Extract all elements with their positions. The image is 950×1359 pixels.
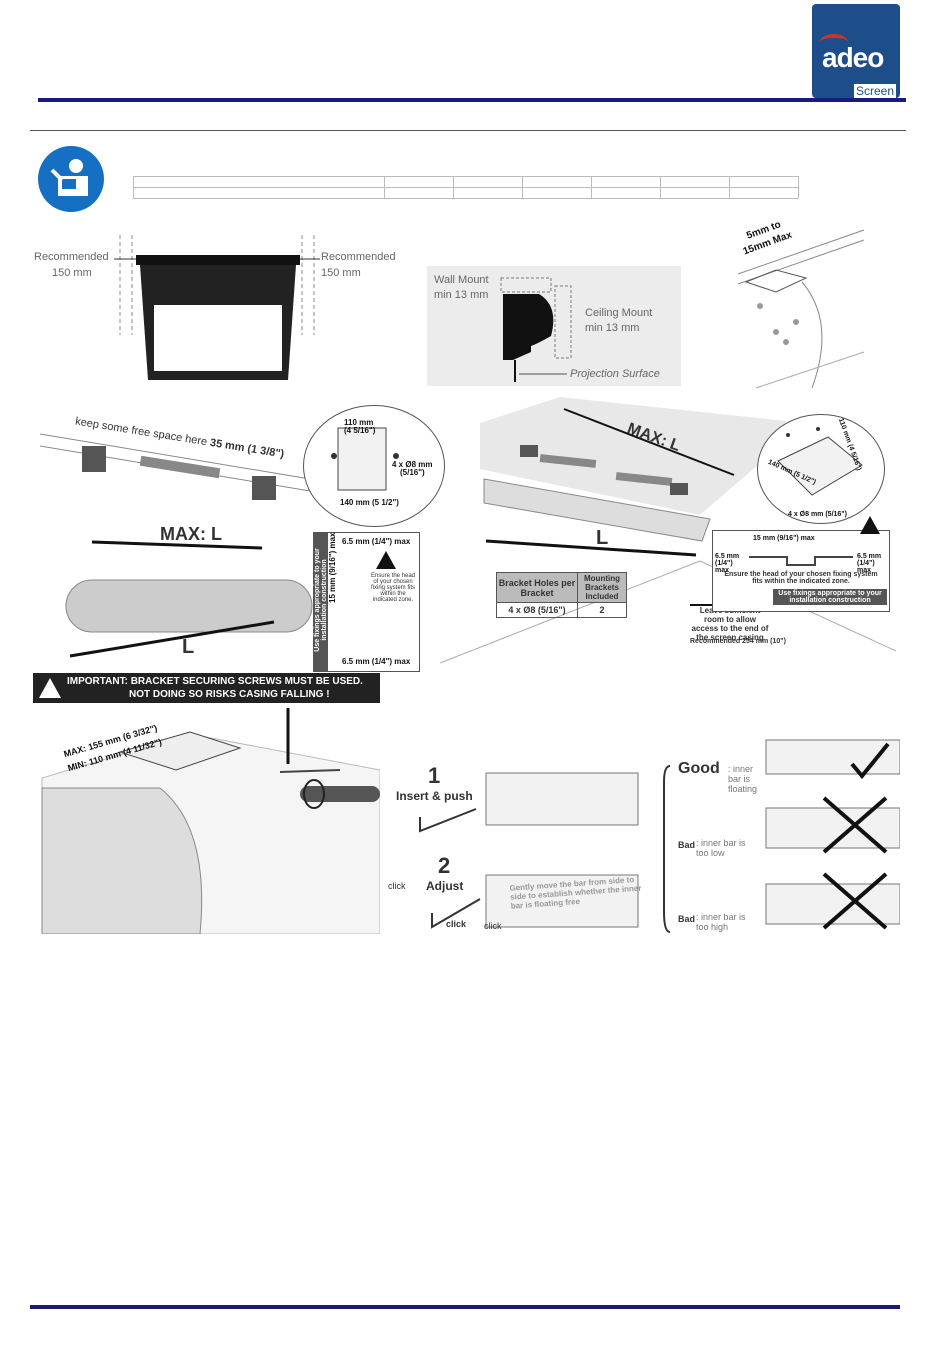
bracket-table-head-2: Mounting Brackets Included [577, 572, 627, 603]
ceiling-mount-min: min 13 mm [585, 322, 640, 334]
section-rule [30, 130, 906, 131]
wall-max-l: MAX: L [160, 524, 222, 544]
footer-rule [30, 1305, 900, 1309]
wall-bracket-holes: 4 x Ø8 mm [392, 460, 433, 469]
fixing-side-band: Use fixings appropriate to your installa… [314, 533, 328, 671]
zone-note: Ensure the head of your chosen fixing sy… [370, 573, 416, 603]
casing-diagram: MAX: 155 mm (6 3/32") MIN: 110 mm (4 11/… [40, 708, 381, 935]
wall-bracket-width: 110 mm [344, 418, 374, 427]
ceiling-zone-right: 6.5 mm (1/4") max [857, 553, 882, 574]
bracket-table: Bracket Holes per Bracket Mounting Brack… [496, 572, 627, 618]
ceiling-bracket-holes: 4 x Ø8 mm (5/16") [788, 511, 847, 518]
wall-mount-min: min 13 mm [434, 289, 489, 301]
wall-fixing-zone: Use fixings appropriate to your installa… [313, 532, 420, 672]
warning-banner: IMPORTANT: BRACKET SECURING SCREWS MUST … [33, 673, 380, 703]
ceiling-zone-note: Ensure the head of your chosen fixing sy… [724, 571, 878, 585]
wall-bracket-height: 140 mm (5 1/2") [340, 498, 399, 507]
left-clearance-value: 150 mm [52, 267, 92, 279]
wall-mount-label: Wall Mount [434, 274, 489, 286]
ceiling-zone-left: 6.5 mm (1/4") max [715, 553, 740, 574]
step-1-label: Insert & push [396, 789, 473, 803]
header-rule [38, 98, 906, 102]
ceiling-fix-note: Use fixings appropriate to your installa… [773, 589, 887, 605]
spec-table [133, 176, 799, 199]
bracket-table-head-1: Bracket Holes per Bracket [496, 572, 578, 603]
wall-install-diagram: keep some free space here 35 mm (1 3/8")… [39, 410, 440, 672]
projection-surface-label: Projection Surface [570, 368, 660, 380]
installer-icon [38, 146, 104, 212]
step-1-number: 1 [428, 763, 441, 788]
fixing-side-text: Use fixings appropriate to your installa… [314, 548, 328, 652]
zone-mid-dim: 15 mm (9/16") max [328, 532, 337, 604]
company-logo: adeo Screen [812, 4, 900, 98]
click-label-2: click [446, 919, 467, 929]
wall-l: L [182, 636, 195, 658]
ceiling-warning-icon [860, 516, 880, 534]
zone-bottom-dim: 6.5 mm (1/4") max [342, 657, 411, 666]
logo-subtext: Screen [853, 84, 896, 98]
bracket-table-val-1: 4 x Ø8 (5/16") [496, 602, 578, 618]
wall-bracket-detail: 110 mm (4 5/16") 4 x Ø8 mm (5/16") 140 m… [303, 405, 445, 527]
ceiling-mount-label: Ceiling Mount [585, 307, 653, 319]
warning-line-1: IMPORTANT: BRACKET SECURING SCREWS MUST … [67, 676, 363, 687]
right-clearance-value: 150 mm [321, 267, 361, 279]
warning-triangle-icon [39, 678, 61, 698]
mount-profile-diagram: Wall Mount min 13 mm Ceiling Mount min 1… [427, 266, 681, 386]
adjust-diagram: 1 Insert & push 2 Adjust click click cli… [380, 745, 650, 935]
status-diagram: Good : inner bar is floating Bad : inner… [662, 722, 901, 936]
status-bad-low: Bad [678, 840, 696, 850]
warning-icon [376, 551, 396, 569]
status-bad-high-desc: : inner bar is too high [696, 912, 746, 932]
access-recommendation: Recommended 254 mm (10") [690, 638, 786, 645]
ceiling-bracket-detail: 140 mm (5 1/2") 110 mm (4 5/16") 4 x Ø8 … [757, 414, 885, 524]
ceiling-fixing-zone: 15 mm (9/16") max 6.5 mm (1/4") max 6.5 … [712, 530, 890, 612]
click-label-3: click [484, 921, 502, 931]
status-good-desc: : inner bar is floating [728, 764, 758, 794]
endcap-diagram: 5mm to 15mm Max [736, 219, 866, 392]
status-bad-high: Bad [678, 914, 696, 924]
clearance-diagram: Recommended 150 mm Recommended 150 mm [30, 235, 410, 385]
bracket-table-val-2: 2 [577, 602, 627, 618]
left-clearance-label: Recommended [34, 251, 109, 263]
step-2-number: 2 [438, 853, 451, 878]
wall-bracket-holes-in: (5/16") [400, 468, 425, 477]
ceiling-zone-width: 15 mm (9/16") max [753, 535, 815, 542]
right-clearance-label: Recommended [321, 251, 396, 263]
wall-bracket-width-in: (4 5/16") [344, 426, 376, 435]
step-2-label: Adjust [426, 879, 464, 893]
status-bad-low-desc: : inner bar is too low [696, 838, 746, 858]
click-label-1: click [388, 881, 406, 891]
zone-top-dim: 6.5 mm (1/4") max [342, 537, 411, 546]
status-good: Good [678, 760, 720, 777]
ceiling-l: L [596, 527, 609, 549]
warning-line-2: NOT DOING SO RISKS CASING FALLING ! [129, 689, 330, 700]
logo-swoosh [820, 34, 848, 50]
logo-text: adeo [822, 42, 884, 73]
